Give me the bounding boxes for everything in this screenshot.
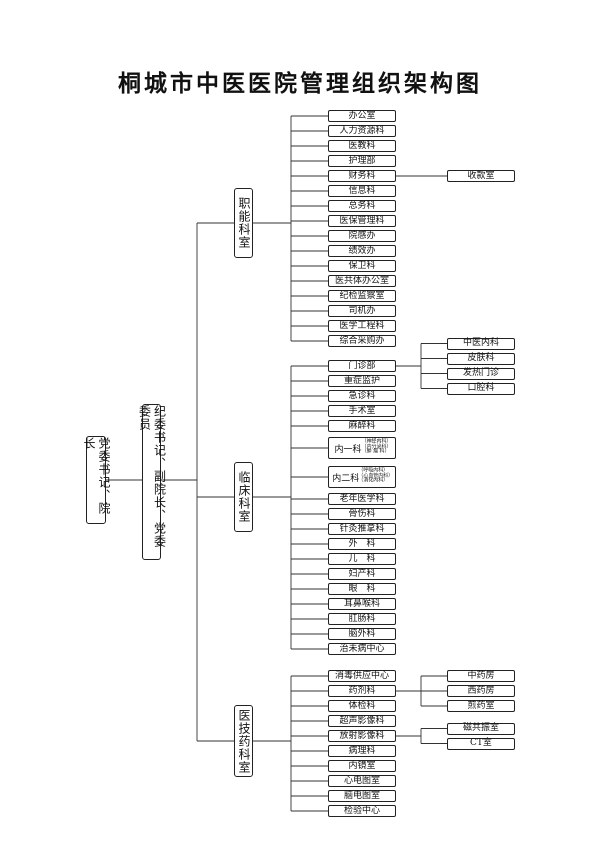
department-box: 针灸推拿科: [328, 523, 396, 535]
sub-department-box: 磁共振室: [447, 722, 515, 735]
sub-department-box: 煎药室: [447, 700, 515, 712]
department-box: 老年医学科: [328, 493, 396, 505]
page-title: 桐城市中医医院管理组织架构图: [118, 70, 482, 97]
department-box: 重症监护: [328, 375, 396, 387]
sub-department-box: 皮肤科: [447, 352, 515, 365]
department-box: 药剂科: [328, 685, 396, 697]
root-box: 党委书记、院长: [82, 436, 111, 524]
department-box: 急诊科: [328, 390, 396, 402]
division-box: 医技药科室: [234, 705, 253, 777]
department-box: 医保管理科: [328, 215, 396, 227]
department-box: 医共体办公室: [328, 275, 396, 287]
department-box: 脑电图室: [328, 790, 396, 802]
sub-department-box: 收款室: [447, 170, 515, 182]
department-box: 保卫科: [328, 260, 396, 272]
sub-specialty-label: （神经内科）: [361, 439, 391, 445]
department-box: 医教科: [328, 140, 396, 152]
sub-department-box: 发热门诊: [447, 367, 515, 380]
sub-department-box: 中药房: [447, 670, 515, 682]
department-box: 综合采购办: [328, 335, 396, 347]
department-box: 司机办: [328, 305, 396, 317]
department-label: 内二科: [332, 473, 360, 484]
sub-department-box: CT室: [447, 737, 515, 750]
department-box: 骨伤科: [328, 508, 396, 520]
department-box: 妇产科: [328, 568, 396, 580]
sub-department-box: 西药房: [447, 685, 515, 697]
department-box: 总务科: [328, 200, 396, 212]
department-box: 信息科: [328, 185, 396, 197]
department-box: 绩效办: [328, 245, 396, 257]
department-box: 护理部: [328, 155, 396, 167]
department-label: 内一科: [334, 444, 362, 455]
department-box: 门诊部: [328, 360, 396, 372]
department-box: 耳鼻喉科: [328, 598, 396, 610]
department-box: 消毒供应中心: [328, 670, 396, 682]
sub-department-box: 口腔科: [447, 382, 515, 395]
department-box: 医学工程科: [328, 320, 396, 332]
department-box: 病理科: [328, 745, 396, 757]
department-box: 心电图室: [328, 775, 396, 787]
department-box: 人力资源科: [328, 125, 396, 137]
department-box: 外 科: [328, 538, 396, 550]
sub-department-box: 中医内科: [447, 337, 515, 350]
sub-specialty-label: （肿 瘤 科）: [361, 449, 390, 455]
department-box: 办公室: [328, 110, 396, 122]
department-box: 院感办: [328, 230, 396, 242]
department-box: 脑外科: [328, 628, 396, 640]
department-box: 超声影像科: [328, 715, 396, 727]
sub-specialty-label: （心血管内科）: [358, 473, 394, 479]
sub-specialty-label: （内分泌科）: [361, 444, 391, 450]
department-box: 内镜室: [328, 760, 396, 772]
sub-specialty-label: （呼吸内科）: [358, 468, 389, 474]
department-box: 内一科（神经内科）（内分泌科）（肿 瘤 科）: [328, 437, 396, 459]
level2-box: 纪委书记、副院长、党委委员: [138, 404, 167, 560]
department-box: 儿 科: [328, 553, 396, 565]
department-box: 眼 科: [328, 583, 396, 595]
department-box: 纪检监察室: [328, 290, 396, 302]
department-box: 手术室: [328, 405, 396, 417]
department-box: 治未病中心: [328, 643, 396, 655]
department-box: 财务科: [328, 170, 396, 182]
department-box: 放射影像科: [328, 730, 396, 742]
division-box: 职能科室: [234, 188, 253, 258]
department-box: 肛肠科: [328, 613, 396, 625]
division-box: 临床科室: [234, 462, 253, 532]
department-box: 检验中心: [328, 805, 396, 817]
department-box: 体检科: [328, 700, 396, 712]
sub-specialty-label: （消化内科）: [358, 478, 389, 484]
department-box: 内二科（呼吸内科）（心血管内科）（消化内科）: [328, 466, 396, 488]
department-box: 麻醉科: [328, 420, 396, 432]
